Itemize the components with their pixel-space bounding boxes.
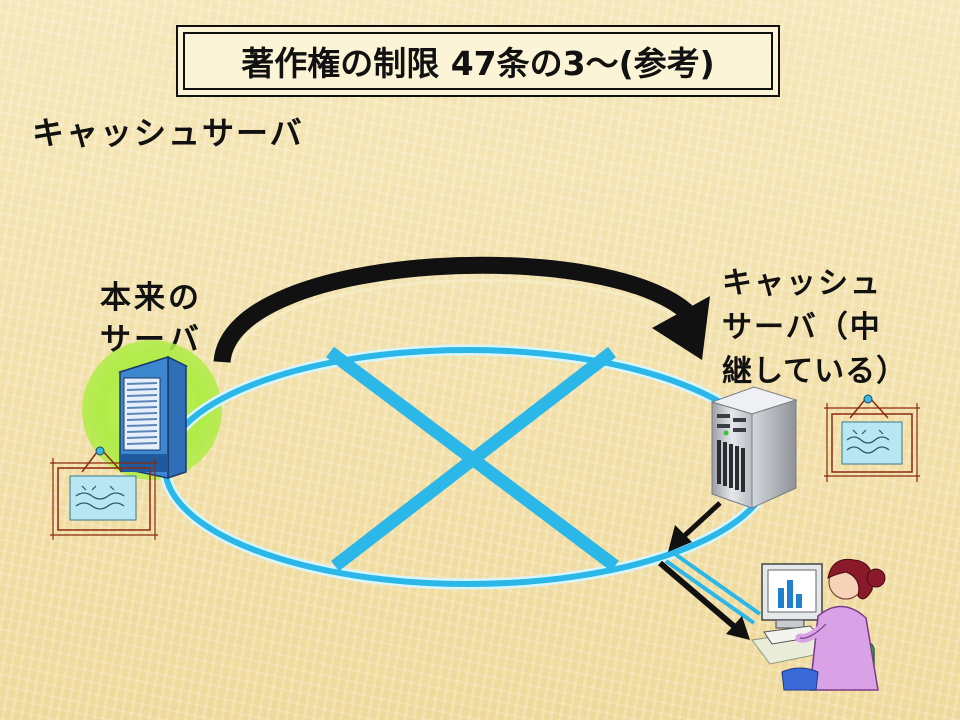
topic-heading: キャッシュサーバ [32,114,304,152]
user-connection-link [664,550,762,625]
cache-server-label-line2: サーバ（中 [722,310,882,345]
user-at-computer-icon [751,558,886,691]
network-cross-links [326,346,619,572]
title-box: 著作権の制限 47条の3～(参考) [176,25,780,97]
slide-title: 著作権の制限 47条の3～(参考) [183,32,773,90]
server-tower-icon [118,355,188,480]
server-tower-icon [710,386,798,509]
picture-frame-icon [824,394,920,482]
cache-to-ring-arrow [668,501,722,552]
cache-server-label-line1: キャッシュ [722,266,882,301]
cache-server-label-line3: 継している） [722,354,908,389]
origin-server-label-line1: 本来の [100,280,202,316]
picture-frame-icon [50,446,158,540]
replication-arrow [213,256,710,364]
ring-to-user-arrow [658,560,750,640]
